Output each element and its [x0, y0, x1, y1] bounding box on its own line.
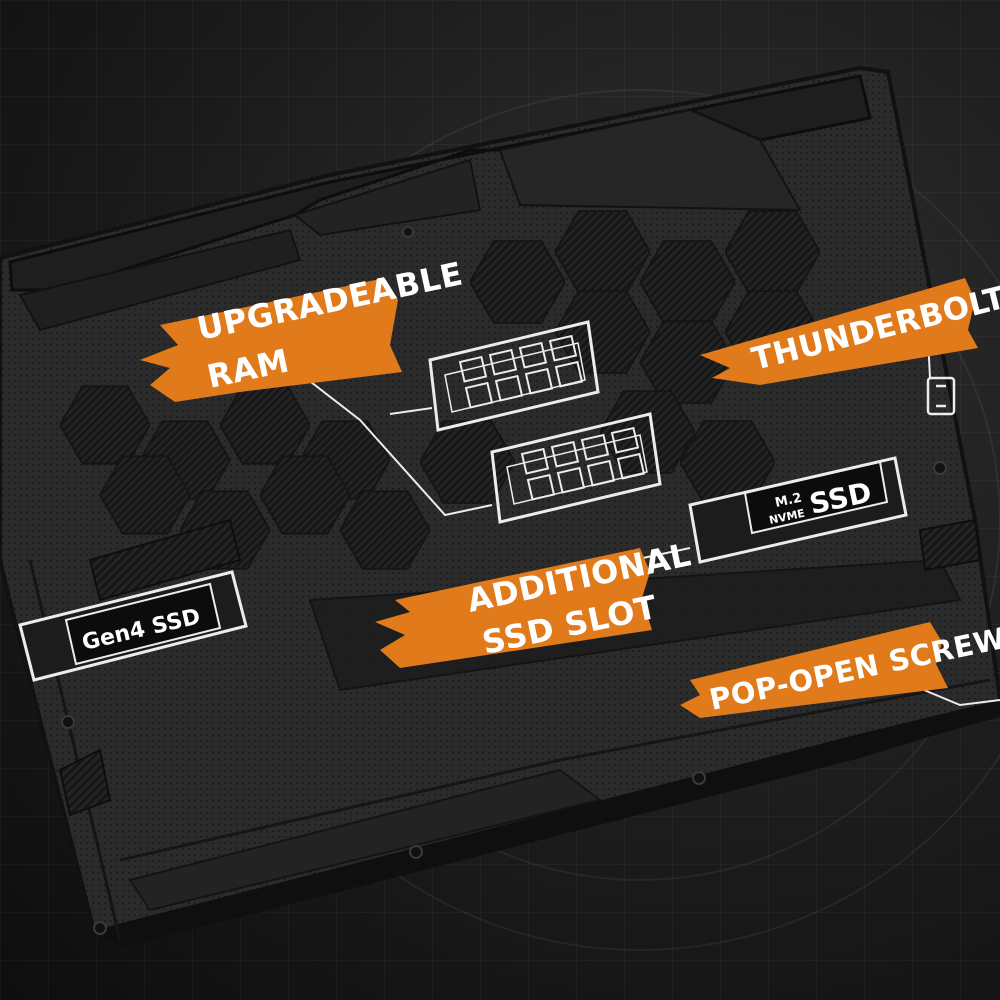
screws [61, 226, 947, 935]
brush-strokes [140, 278, 978, 718]
m2-label: M.2 [774, 491, 803, 511]
laptop-chassis [0, 65, 1000, 948]
ram-module-2 [490, 412, 662, 524]
m2-nvme-ssd: M.2 NVME SSD [688, 456, 908, 564]
ram-module-1 [428, 320, 600, 432]
thunderbolt-port [926, 376, 956, 416]
gen4-ssd: Gen4 SSD [18, 570, 248, 682]
side-vents [58, 518, 982, 817]
